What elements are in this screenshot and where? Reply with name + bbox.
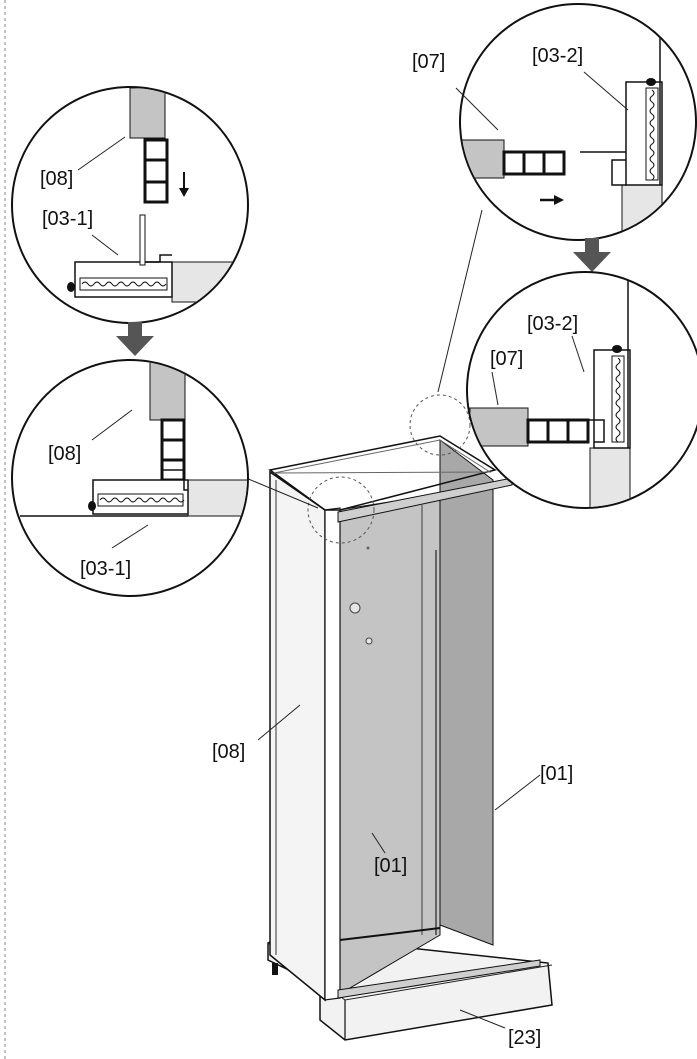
label-br-panel: [07] [490, 348, 523, 370]
label-inner-wall: [01] [374, 855, 407, 877]
top-crossbar [337, 477, 513, 523]
top-frame [268, 435, 497, 511]
detail-circle-top-right [455, 3, 697, 241]
detail-marker-right [409, 394, 471, 456]
label-back-wall: [01] [540, 763, 573, 785]
side-panel-edge [324, 507, 341, 1001]
connector-right-detail [437, 209, 483, 393]
wall-fixture-large [349, 602, 361, 614]
label-tl-profile: [03-1] [42, 208, 93, 230]
wall-fixture-small [365, 637, 373, 645]
bottom-rail [337, 959, 541, 999]
leader-inner-wall [371, 832, 386, 854]
inner-bottom-rail [339, 927, 441, 941]
base-foot [272, 963, 278, 975]
wall-fixture-dot [366, 546, 370, 550]
side-panel [269, 470, 326, 1002]
label-base: [23] [508, 1027, 541, 1049]
label-tr-profile: [03-2] [532, 45, 583, 67]
leader-base [459, 1009, 506, 1029]
label-bl-profile: [03-1] [80, 558, 131, 580]
label-tr-panel: [07] [412, 51, 445, 73]
detail-circle-top-left [11, 86, 249, 324]
detail-circle-bottom-left [11, 359, 249, 597]
label-br-profile: [03-2] [527, 313, 578, 335]
label-side-panel: [08] [212, 741, 245, 763]
top-frame-inner [273, 439, 492, 474]
detail-circle-bottom-right [466, 271, 697, 509]
back-wall-right [439, 438, 494, 946]
connector-left-detail [245, 477, 319, 509]
label-bl-panel: [08] [48, 443, 81, 465]
detail-marker-left [307, 476, 375, 544]
shower-cabin [257, 394, 553, 1041]
leader-side-panel [257, 704, 301, 741]
arrow-right-down [573, 238, 611, 272]
arrow-left-down [116, 322, 154, 356]
leader-back-wall [494, 774, 541, 811]
label-tl-panel: [08] [40, 168, 73, 190]
inner-glass-wall [337, 493, 441, 996]
